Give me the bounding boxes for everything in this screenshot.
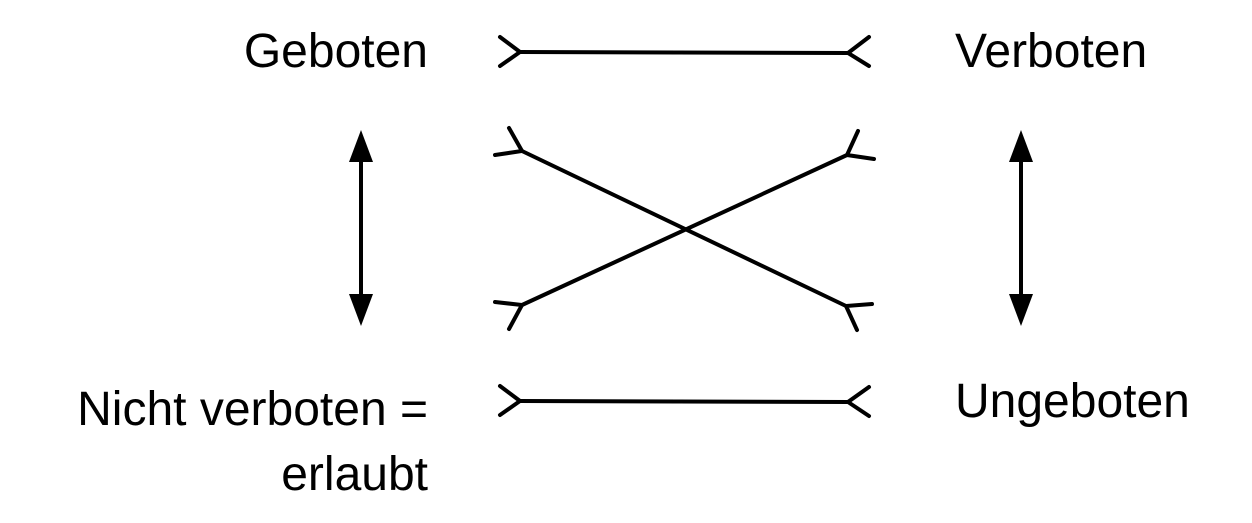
label-geboten: Geboten — [243, 25, 428, 78]
arrowhead-up-icon — [349, 130, 373, 162]
arrowhead-down-icon — [349, 294, 373, 326]
arrowhead-down-icon — [1009, 294, 1033, 326]
contradiction-line-verboten-erlaubt — [493, 129, 876, 331]
subcontrary-line-bottom — [498, 384, 871, 418]
contrary-line-top — [498, 35, 871, 68]
label-ungeboten: Ungeboten — [955, 375, 1190, 428]
label-erlaubt: erlaubt — [281, 448, 428, 501]
arrowhead-up-icon — [1009, 130, 1033, 162]
arrowheads — [349, 130, 1033, 326]
label-nicht-verboten: Nicht verboten = — [77, 383, 428, 436]
label-verboten: Verboten — [955, 25, 1148, 78]
